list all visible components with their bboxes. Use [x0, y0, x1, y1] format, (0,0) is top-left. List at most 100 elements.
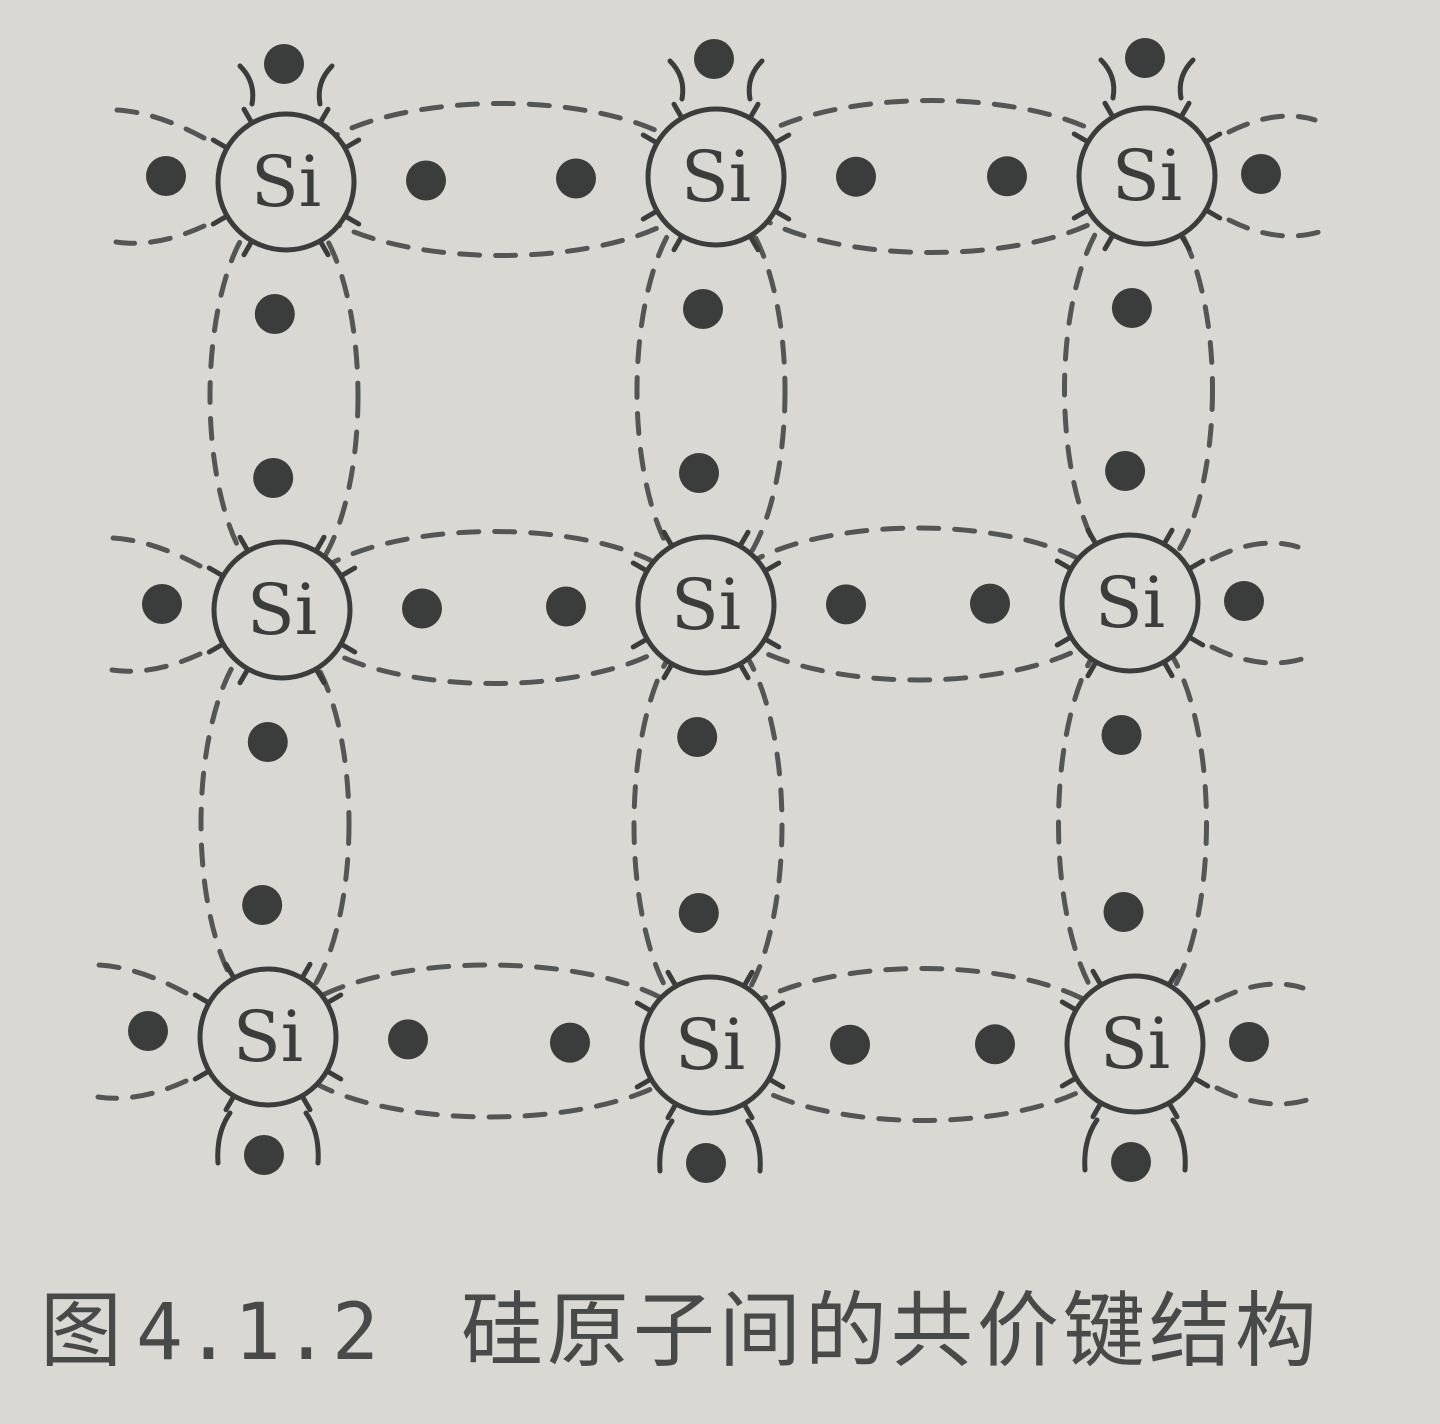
atom-circle-1-0	[211, 539, 353, 681]
atom-tick-2-0-6	[299, 1093, 313, 1113]
atom-label-0-0: Si	[251, 141, 321, 223]
bond-open-left-top-1	[109, 535, 203, 569]
bond-v-1-0	[198, 629, 352, 1018]
bracket-bottom-left-0	[215, 1110, 233, 1166]
electron-open-bottom-2	[1111, 1142, 1151, 1182]
electron-bond-h-1-0-b	[546, 586, 586, 627]
electron-bond-v-1-1-a	[677, 717, 718, 757]
bracket-bottom-left-2	[1082, 1117, 1100, 1173]
atom-label-1-1: Si	[671, 564, 741, 646]
atom-tick-0-2-0	[1178, 100, 1192, 120]
atom-tick-1-1-5	[630, 560, 650, 574]
electron-open-left-0	[146, 156, 186, 196]
atom-tick-2-1-2	[766, 1076, 786, 1090]
electron-bond-v-1-2-a	[1101, 715, 1142, 755]
electron-bond-v-0-0-a	[254, 294, 295, 334]
atom-tick-2-2-6	[1166, 1100, 1180, 1120]
atom-tick-1-0-5	[206, 565, 226, 579]
bond-h-1-1	[715, 525, 1121, 683]
atom-tick-1-2-1	[1085, 527, 1099, 547]
atom-tick-2-1-0	[741, 969, 755, 989]
atom-tick-2-0-4	[192, 1068, 212, 1082]
electrons	[128, 38, 1281, 1183]
atom-tick-1-2-0	[1161, 527, 1175, 547]
bond-v-1-2	[1056, 622, 1209, 1025]
electron-open-left-1	[142, 584, 182, 624]
atom-label-1-0: Si	[247, 569, 317, 651]
atom-tick-1-0-7	[237, 666, 251, 686]
electron-bond-v-1-0-a	[247, 722, 288, 762]
electron-open-top-1	[694, 39, 734, 79]
atom-tick-1-2-5	[1054, 558, 1074, 572]
bond-open-right-bottom-2	[1214, 1085, 1310, 1107]
atom-tick-1-1-3	[762, 560, 782, 574]
atom-tick-1-0-0	[313, 534, 327, 554]
atom-tick-2-0-2	[324, 1068, 344, 1082]
atom-label-0-1: Si	[681, 136, 751, 218]
bond-h-0-0	[295, 101, 707, 258]
electron-bond-v-0-2-b	[1105, 451, 1146, 491]
caption-text: 硅原子间的共价键结构	[460, 1284, 1321, 1379]
atom-tick-0-0-0	[317, 106, 331, 126]
atom-tick-0-1-0	[747, 101, 761, 121]
bond-v-0-2	[1062, 195, 1215, 584]
atom-tick-2-0-0	[299, 961, 313, 981]
atom-tick-1-2-7	[1085, 659, 1099, 679]
electron-bond-h-2-1-b	[975, 1024, 1015, 1065]
atom-circle-2-1	[639, 974, 781, 1116]
electron-bond-v-1-1-b	[678, 893, 719, 933]
atom-label-0-2: Si	[1112, 135, 1182, 217]
atom-tick-1-1-2	[762, 636, 782, 650]
atom-ticks	[192, 57, 1223, 1174]
atom-tick-1-0-2	[338, 641, 358, 655]
atom-tick-2-0-1	[223, 961, 237, 981]
atom-tick-0-2-5	[1071, 131, 1091, 145]
electron-bond-h-0-1-a	[836, 156, 876, 197]
bond-open-left-bottom-0	[113, 223, 207, 246]
electron-bond-v-1-0-b	[242, 885, 283, 925]
bond-open-right-bottom-0	[1226, 217, 1322, 239]
atom-tick-0-0-1	[241, 106, 255, 126]
bracket-top-left-1	[667, 58, 686, 102]
electron-bond-h-2-0-a	[388, 1019, 428, 1060]
bracket-bottom-right-0	[303, 1110, 321, 1166]
atom-tick-1-1-6	[737, 661, 751, 681]
atom-tick-1-0-4	[206, 641, 226, 655]
atom-tick-2-2-4	[1059, 1075, 1079, 1089]
bond-open-left-bottom-2	[95, 1078, 189, 1101]
atom-circle-2-2	[1064, 973, 1206, 1115]
electron-open-bottom-1	[686, 1143, 726, 1183]
atom-tick-0-1-2	[772, 208, 792, 222]
atom-tick-1-1-1	[661, 529, 675, 549]
atom-tick-2-2-5	[1059, 999, 1079, 1013]
caption-prefix: 图	[40, 1284, 123, 1379]
atom-tick-2-1-4	[634, 1076, 654, 1090]
atom-tick-1-1-0	[737, 529, 751, 549]
atom-tick-0-1-4	[640, 208, 660, 222]
atom-tick-0-0-3	[342, 137, 362, 151]
atom-tick-0-0-4	[210, 213, 230, 227]
electron-bond-h-2-1-a	[830, 1024, 870, 1065]
electron-bond-h-0-1-b	[987, 156, 1027, 197]
caption-number: 4.1.2	[136, 1288, 381, 1378]
electron-bond-h-0-0-a	[406, 160, 446, 201]
atom-tick-2-1-7	[665, 1101, 679, 1121]
electron-bond-h-1-1-a	[826, 584, 866, 625]
electron-bond-h-1-0-a	[402, 588, 442, 629]
atom-tick-1-2-2	[1186, 634, 1206, 648]
bond-h-0-1	[725, 98, 1138, 255]
atom-label-2-0: Si	[233, 996, 303, 1078]
atom-tick-2-2-0	[1166, 968, 1180, 988]
bond-open-right-top-0	[1226, 113, 1318, 135]
atom-tick-2-1-5	[634, 1000, 654, 1014]
atom-tick-1-2-3	[1186, 558, 1206, 572]
atom-circle-1-2	[1059, 532, 1201, 674]
atom-label-1-2: Si	[1095, 562, 1165, 644]
atom-tick-0-0-7	[241, 238, 255, 258]
electron-bond-v-0-1-a	[683, 289, 723, 329]
atom-tick-0-2-7	[1102, 232, 1116, 252]
atom-tick-0-2-2	[1203, 207, 1223, 221]
bracket-top-right-1	[746, 58, 765, 102]
